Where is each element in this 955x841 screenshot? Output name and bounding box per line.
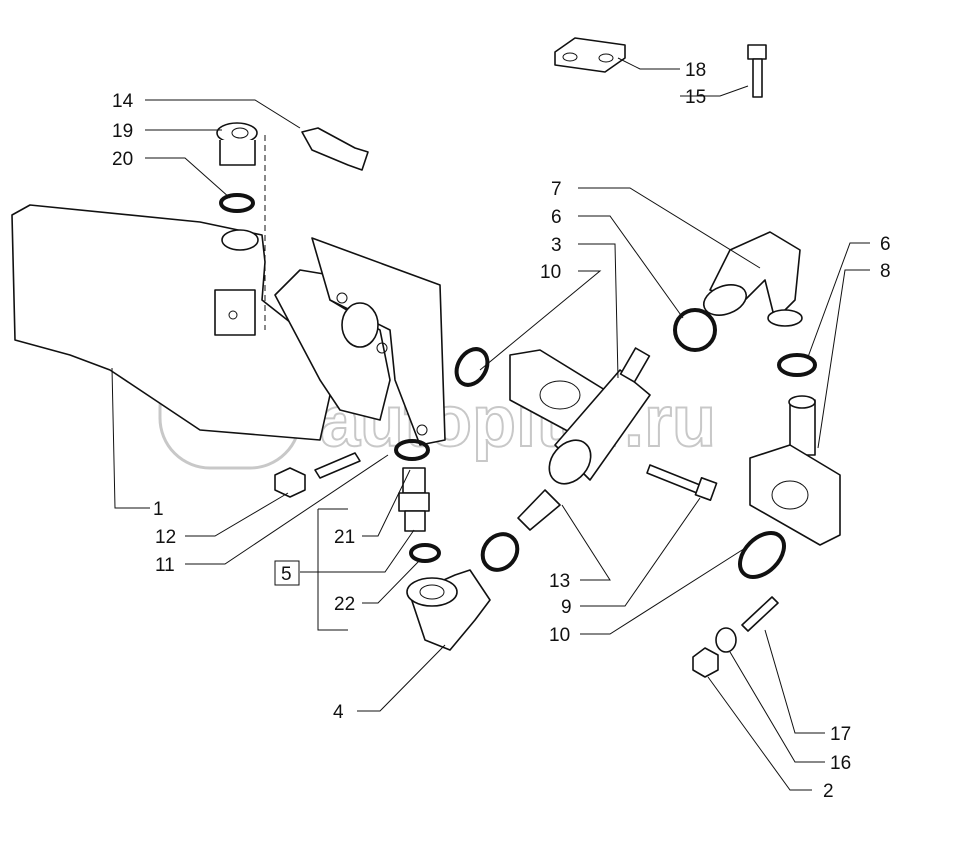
part-elbow-4: [406, 569, 491, 651]
callout-2: 2: [823, 781, 834, 802]
part-oring-22: [409, 543, 441, 563]
callout-8: 8: [880, 261, 891, 282]
callout-7: 7: [551, 179, 562, 200]
callout-14: 14: [112, 91, 134, 112]
part-tube-9: [548, 347, 651, 485]
callout-22: 22: [334, 594, 355, 615]
callout-17: 17: [830, 724, 851, 745]
callout-4: 4: [333, 702, 344, 723]
callout-6: 6: [551, 207, 562, 228]
part-nut-12: [274, 467, 306, 498]
callout-16: 16: [830, 753, 851, 774]
part-union-21: [398, 467, 430, 532]
part-nipple-13: [517, 489, 561, 531]
part-oring-10: [454, 347, 490, 387]
callout-9: 9: [561, 597, 572, 618]
callout-10: 10: [540, 262, 561, 283]
part-bolt-15: [747, 44, 767, 98]
part-nut-2: [692, 647, 719, 678]
callout-19: 19: [112, 121, 133, 142]
leader-lines: [111, 57, 870, 791]
part-stud-11: [314, 452, 361, 479]
part-housing: [11, 204, 446, 446]
part-clamp-6b: [777, 353, 817, 377]
part-sensor: [301, 127, 369, 171]
callout-10: 10: [549, 625, 570, 646]
callout-20: 20: [112, 149, 133, 170]
callout-15: 15: [685, 87, 706, 108]
callout-6: 6: [880, 234, 891, 255]
part-plug: [216, 122, 258, 166]
part-oring-20: [219, 193, 255, 213]
callout-5: 5: [281, 564, 292, 585]
part-washer-16: [715, 627, 737, 653]
callout-5-box: [274, 560, 300, 586]
callout-18: 18: [685, 60, 706, 81]
part-stud-17: [741, 596, 779, 632]
callout-11: 11: [155, 555, 175, 576]
part-oring-21: [394, 439, 430, 461]
part-flange-8: [749, 395, 841, 546]
callout-13: 13: [549, 571, 570, 592]
part-oring-10b: [480, 532, 520, 572]
callout-3: 3: [551, 235, 562, 256]
part-bolt-13: [646, 464, 718, 501]
callout-12: 12: [155, 527, 176, 548]
callout-1: 1: [153, 499, 164, 520]
callout-labels: 14 19 20 18 15 7 6 3 10 6 8 1 12 11 21 5…: [112, 60, 891, 802]
part-oring-10c: [738, 531, 786, 579]
callout-21: 21: [334, 527, 355, 548]
part-bracket: [554, 37, 626, 73]
part-hose-7: [702, 231, 803, 327]
part-clamp-6: [673, 308, 717, 352]
